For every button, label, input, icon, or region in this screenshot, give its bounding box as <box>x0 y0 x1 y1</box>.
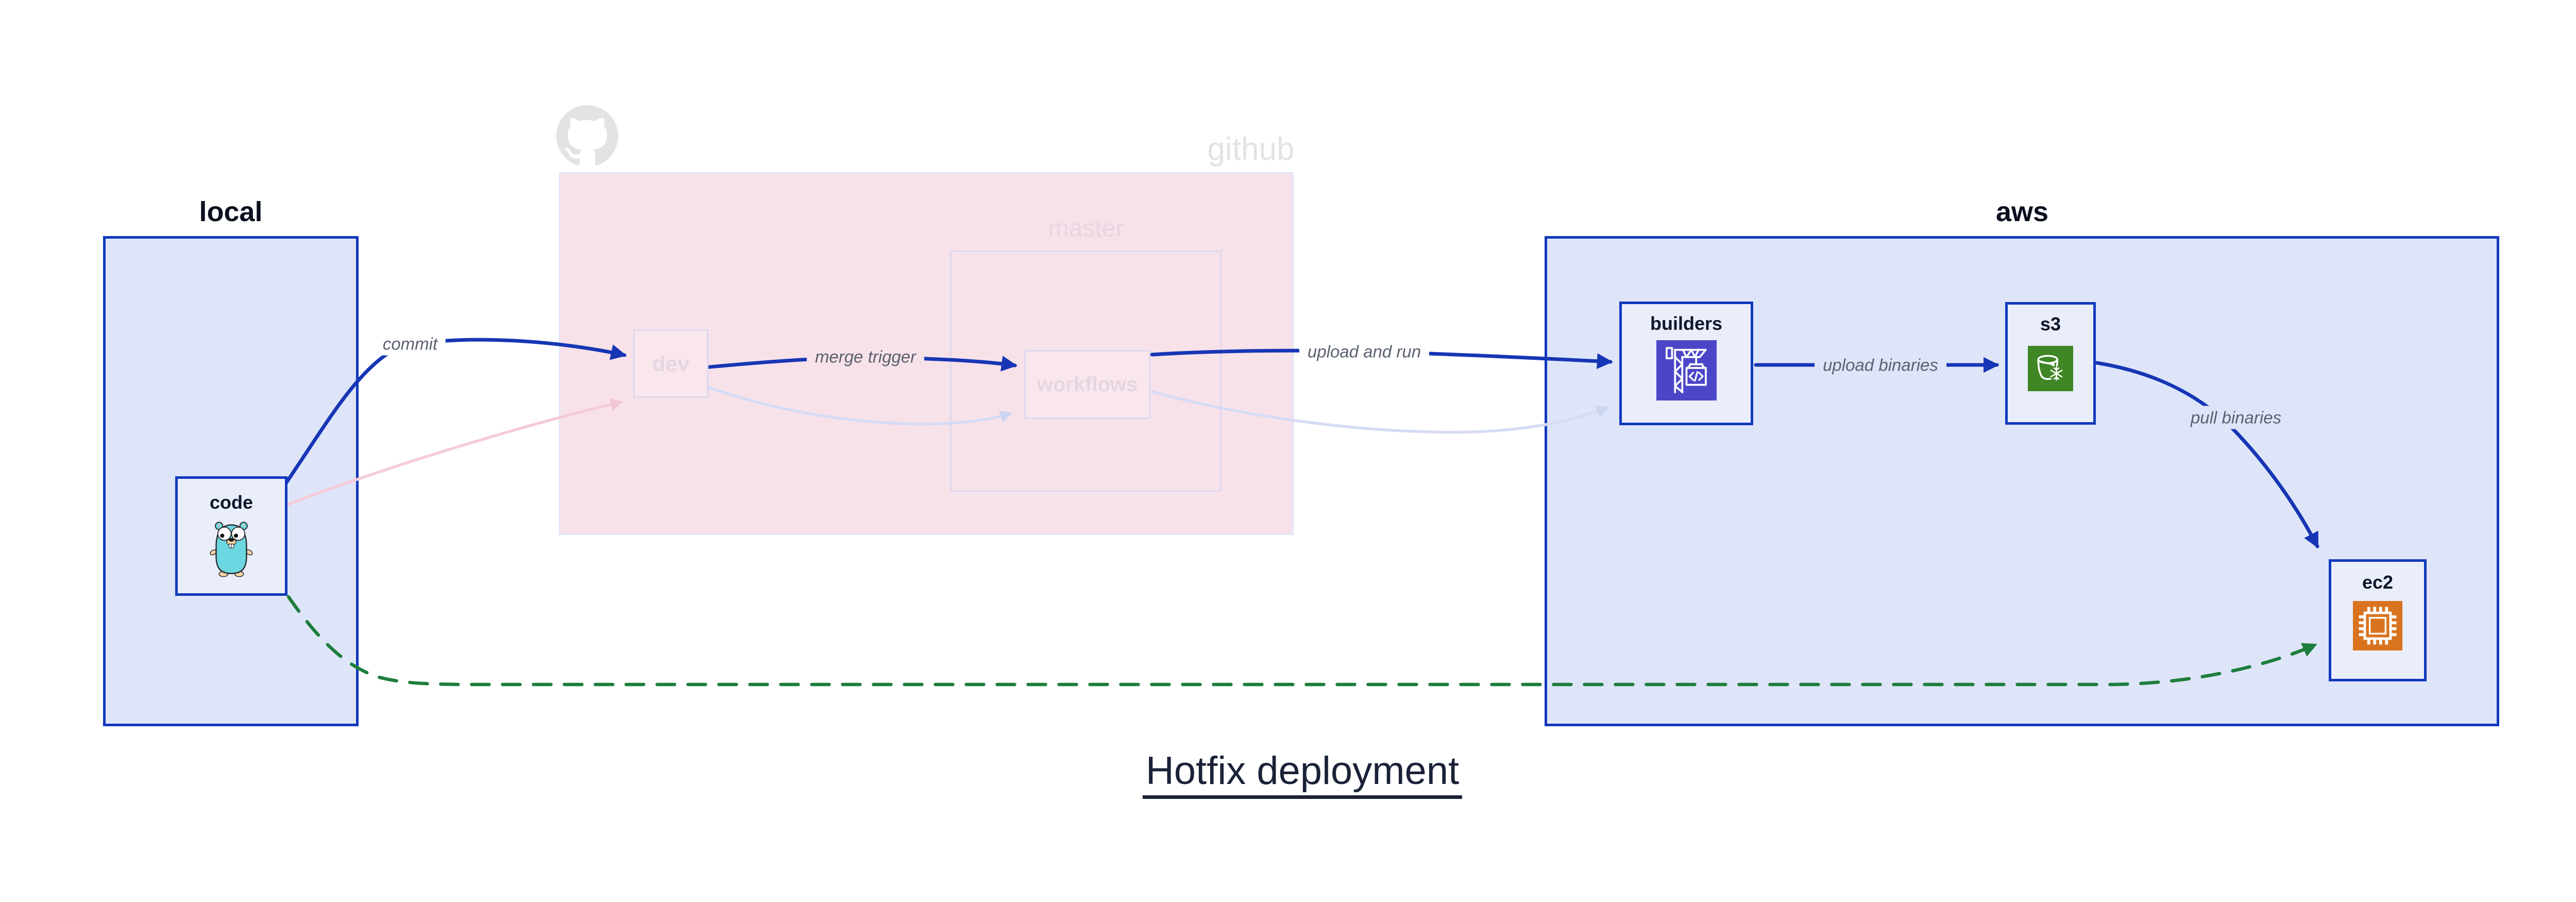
aws-label: aws <box>1995 196 2049 227</box>
dev-node-label: dev <box>652 351 690 376</box>
node-ec2: ec2 <box>2329 559 2427 681</box>
workflows-node-label: workflows <box>1037 373 1138 396</box>
master-label: master <box>1048 215 1124 242</box>
edge-label-pull-binaries: pull binaries <box>2182 406 2290 429</box>
edge-label-upload-binaries: upload binaries <box>1815 353 1946 377</box>
builders-node-label: builders <box>1650 313 1723 334</box>
codebuild-crane-icon <box>1656 340 1717 400</box>
edge-label-upload-and-run: upload and run <box>1299 340 1430 363</box>
container-master <box>950 250 1222 492</box>
node-code: code <box>175 476 287 596</box>
s3-node-label: s3 <box>2040 313 2061 335</box>
code-node-label: code <box>209 492 253 513</box>
github-label: github <box>1207 131 1295 167</box>
node-workflows: workflows <box>1024 350 1150 419</box>
ec2-node-label: ec2 <box>2362 572 2394 593</box>
node-builders: builders <box>1619 302 1753 425</box>
node-dev: dev <box>633 329 708 398</box>
diagram-title: Hotfix deployment <box>1142 748 1463 799</box>
node-s3: s3 <box>2005 302 2096 425</box>
github-octocat-icon <box>556 105 618 166</box>
s3-bucket-icon <box>2028 346 2073 391</box>
go-gopher-icon <box>210 522 253 577</box>
edge-label-merge-trigger: merge trigger <box>806 345 925 369</box>
ec2-chip-icon <box>2353 601 2402 650</box>
local-label: local <box>199 196 263 227</box>
edge-label-commit: commit <box>374 332 446 356</box>
